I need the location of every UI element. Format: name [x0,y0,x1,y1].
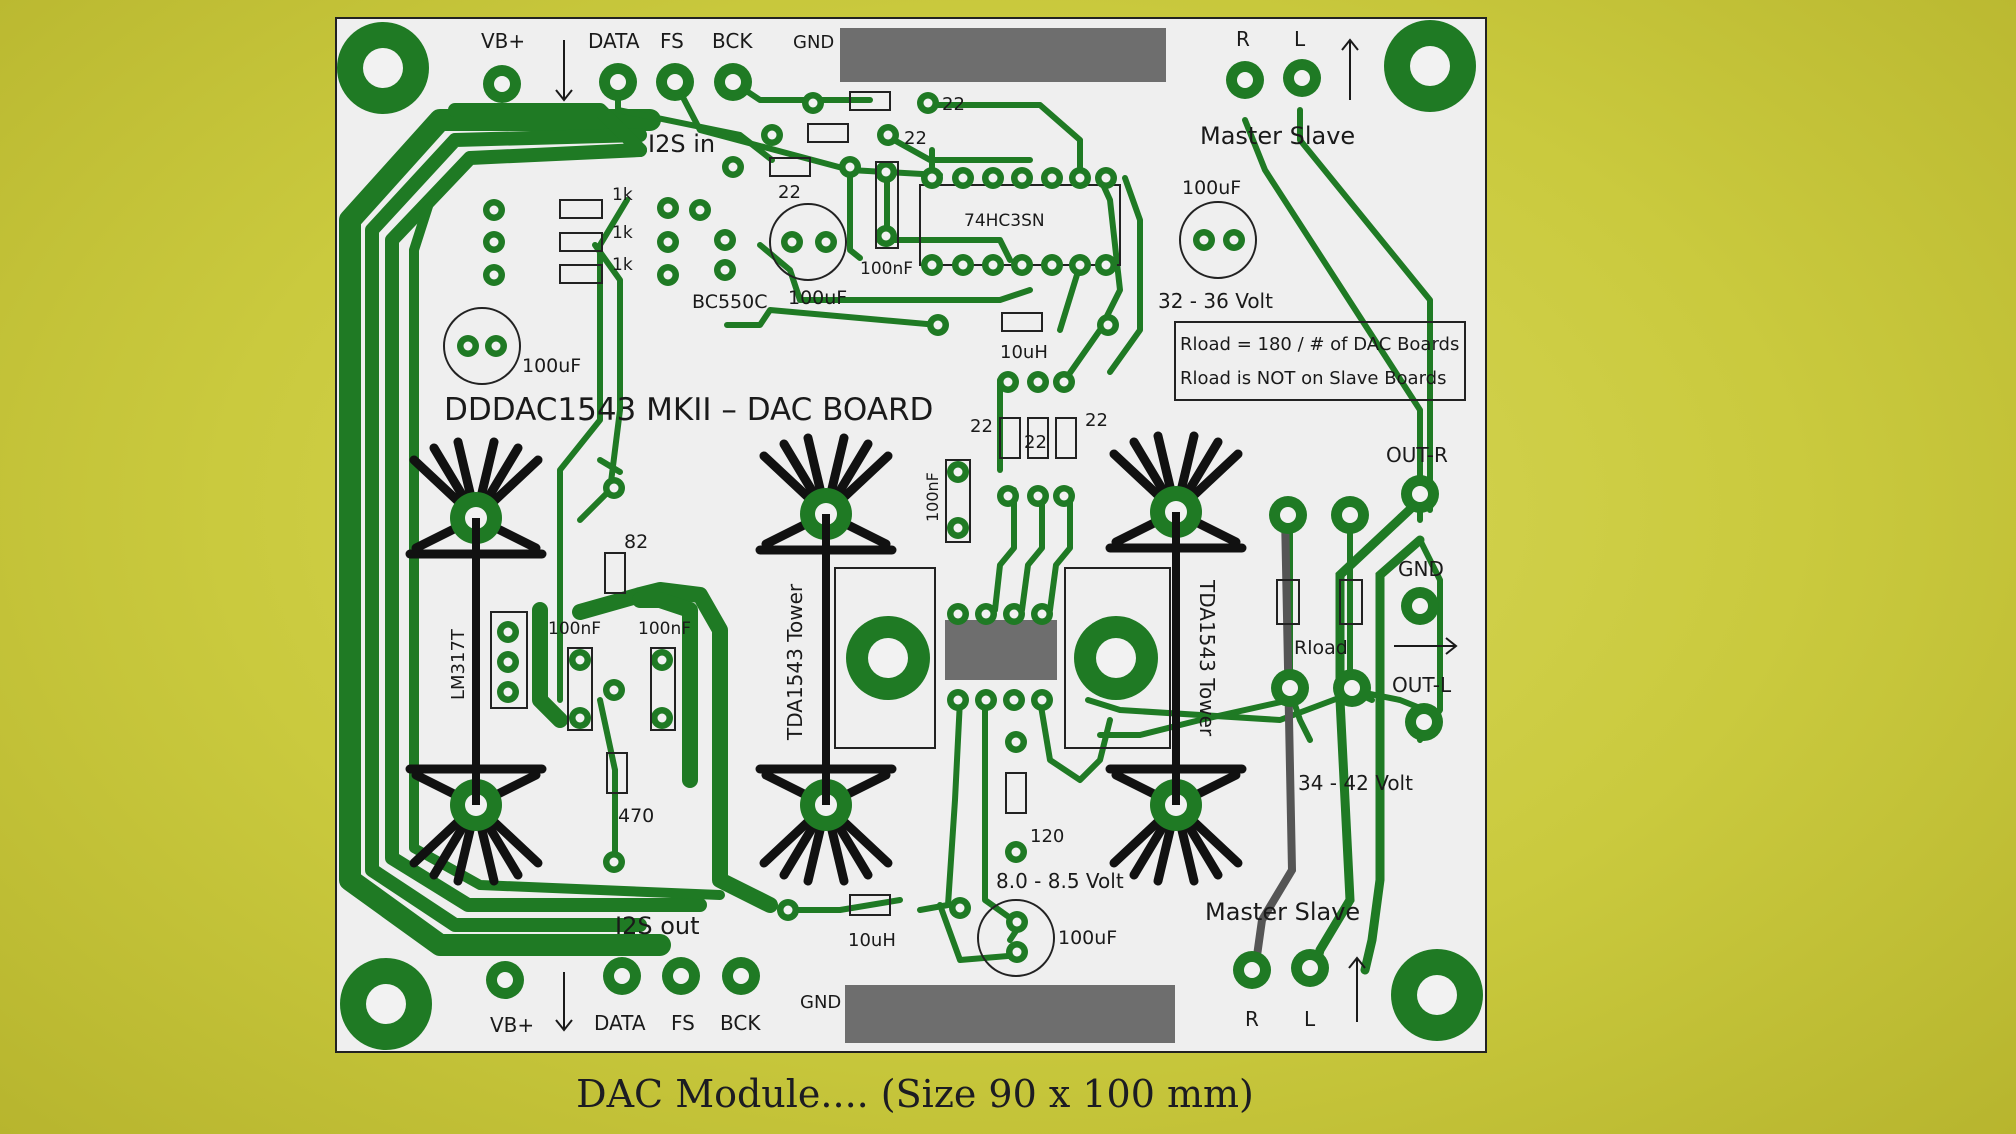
label-c100nf-v: 100nF [923,472,942,522]
label-top-fs: FS [660,29,684,53]
label-bottom-r: R [1245,1007,1259,1031]
label-top-l: L [1294,27,1306,51]
gnd-plane-top [840,28,1166,82]
label-r120: 120 [1030,826,1064,847]
label-bottom-i2s: I2S out [615,912,700,940]
label-inductor-bottom: 10uH [848,930,896,951]
gnd-plane-bottom [845,985,1175,1043]
label-bottom-l: L [1304,1007,1316,1031]
label-volt-mid: 34 - 42 Volt [1298,771,1413,795]
label-bottom-vbplus: VB+ [490,1013,534,1037]
figure-caption: DAC Module.... (Size 90 x 100 mm) [576,1072,1254,1116]
label-volt-bottom: 8.0 - 8.5 Volt [996,869,1124,893]
label-top-master-slave: Master Slave [1200,122,1355,150]
heatsink-icon [410,436,1242,881]
label-c100nf-top: 100nF [860,259,913,279]
label-top-r: R [1236,27,1250,51]
label-bottom-gnd: GND [800,992,841,1013]
label-r22-c: 22 [778,182,801,203]
label-inductor-top: 10uH [1000,342,1048,363]
label-c100uf-a: 100uF [788,287,847,309]
label-bottom-fs: FS [671,1011,695,1035]
label-r1k-c: 1k [612,255,633,275]
capacitors [443,161,1257,977]
resistors [559,91,1466,916]
up-arrow-icon [1341,38,1366,1022]
label-bottom-bck: BCK [720,1011,761,1035]
label-tower-left: TDA1543 Tower [783,583,807,741]
label-out-l: OUT-L [1392,673,1452,697]
label-rload: Rload [1294,637,1348,659]
label-r22-b: 22 [904,128,927,149]
board-title: DDDAC1543 MKII – DAC BOARD [444,392,933,428]
silkscreen-labels: VB+ DATA FS BCK GND I2S in R L Master Sl… [444,27,1459,1037]
label-r470: 470 [618,805,654,827]
label-r1k-b: 1k [612,223,633,243]
power-bus-traces [339,103,725,956]
label-r22-d: 22 [970,416,993,437]
label-transistor: BC550C [692,291,768,313]
label-c100uf-bottom: 100uF [1058,927,1117,949]
label-c100nf-b: 100nF [638,619,691,639]
label-volt-top: 32 - 36 Volt [1158,289,1273,313]
pcb-board [335,17,1487,1053]
label-chip: 74HC3SN [964,211,1045,231]
label-top-gnd: GND [793,32,834,53]
label-r22-f: 22 [1085,410,1108,431]
label-top-data: DATA [588,29,640,53]
label-gnd-out: GND [1398,557,1444,581]
label-out-r: OUT-R [1386,443,1448,467]
label-rload-note-1: Rload = 180 / # of DAC Boards [1180,334,1459,355]
label-lm317: LM317T [448,628,469,700]
label-top-i2s: I2S in [648,130,715,158]
tda1543-chip [834,567,1171,749]
label-bottom-master-slave: Master Slave [1205,898,1360,926]
label-rload-note-2: Rload is NOT on Slave Boards [1180,368,1446,389]
label-c100nf-a: 100nF [548,619,601,639]
label-r22-a: 22 [942,94,965,115]
logic-chip [919,167,1121,276]
label-c100uf-b: 100uF [1182,177,1241,199]
label-tower-right: TDA1543 Tower [1195,579,1219,737]
tower-mount-pads [846,616,1158,700]
label-top-vbplus: VB+ [481,29,525,53]
label-bottom-data: DATA [594,1011,646,1035]
label-r22-e: 22 [1024,432,1047,453]
label-top-bck: BCK [712,29,753,53]
regulator-traces [532,582,778,913]
label-c100uf-left: 100uF [522,355,581,377]
down-arrow-icon [555,40,573,1032]
right-arrow-icon [1394,637,1458,655]
label-r1k-a: 1k [612,185,633,205]
label-r82: 82 [624,531,648,553]
